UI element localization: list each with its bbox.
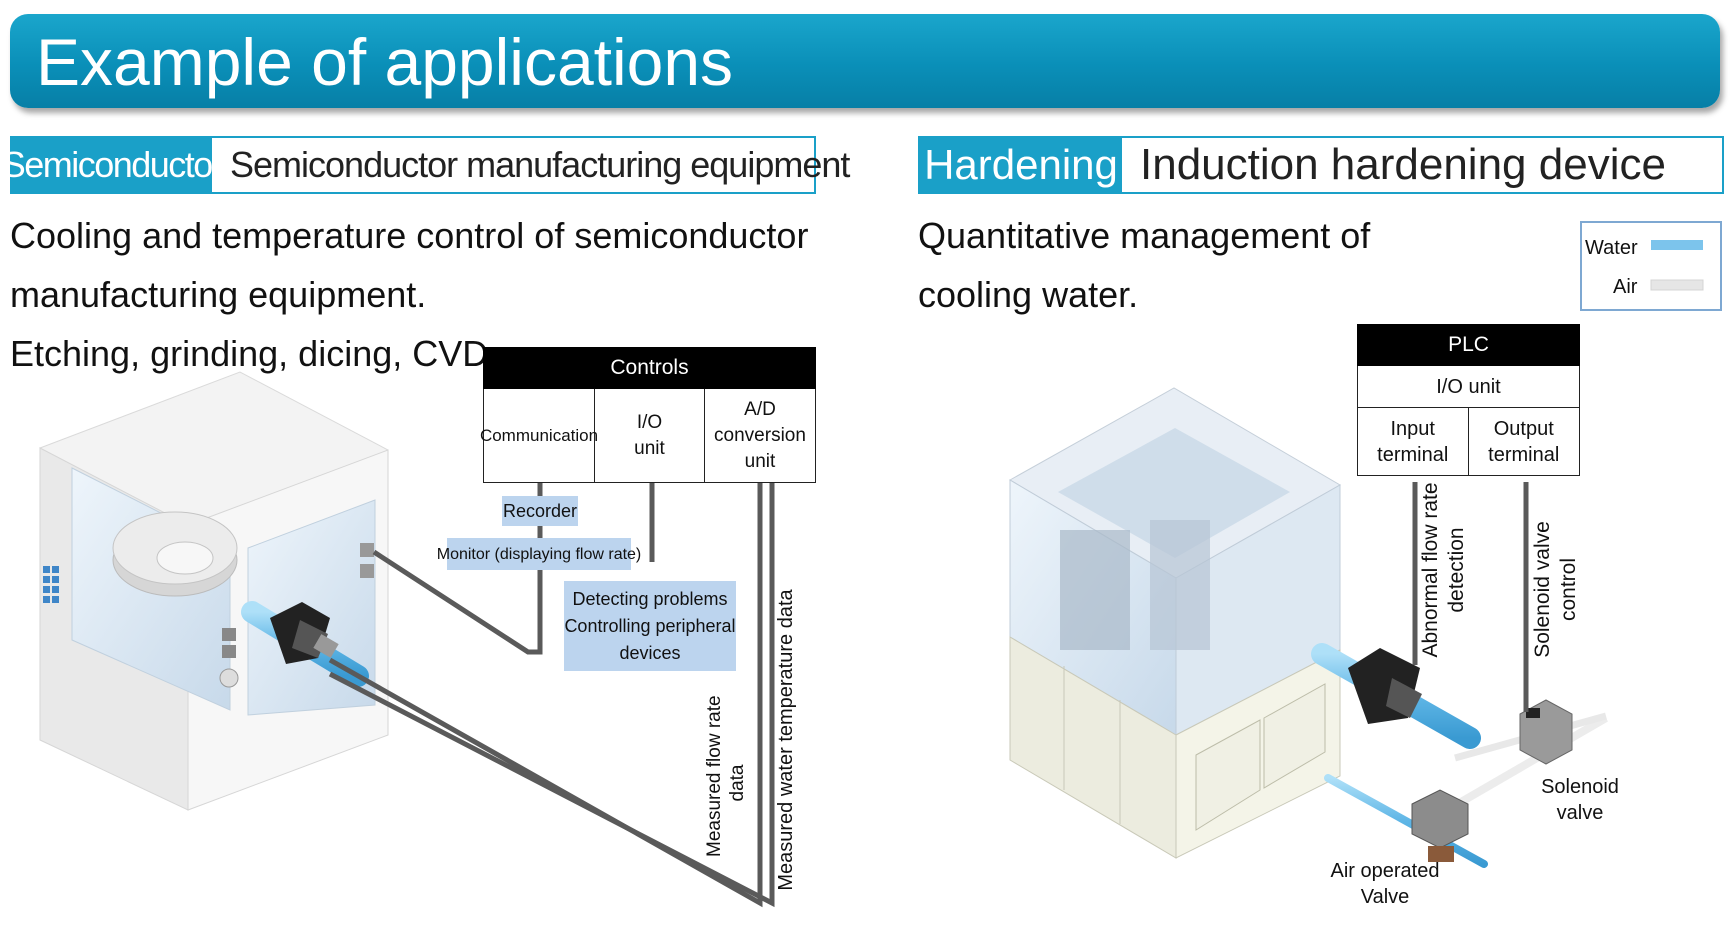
plc-io-unit: I/O unit xyxy=(1436,375,1501,398)
input-terminal-label-2: terminal xyxy=(1377,443,1449,466)
detecting-box: Detecting problems Controlling periphera… xyxy=(564,581,736,671)
abnormal-flow-line-2: detection xyxy=(1445,527,1468,613)
legend-air-swatch xyxy=(1650,279,1704,291)
input-terminal-cell: Input terminal xyxy=(1358,408,1469,475)
ad-conversion-label-1: A/D xyxy=(744,398,776,420)
solenoid-valve-line-1: Solenoid xyxy=(1541,776,1619,798)
io-unit-cell: I/O unit xyxy=(595,389,705,482)
solenoid-valve-line-2: valve xyxy=(1556,802,1604,824)
semiconductor-heading-text: Semiconductor manufacturing equipment xyxy=(230,144,850,185)
io-unit-label-1: I/O xyxy=(636,411,663,433)
legend-water-label: Water xyxy=(1585,237,1638,259)
semiconductor-heading: Semiconductor Semiconductor manufacturin… xyxy=(2,136,850,194)
hardening-description-2: cooling water. xyxy=(918,274,1139,315)
plc-block: PLC I/O unit Input terminal Output termi… xyxy=(1357,324,1580,476)
communication-label: Communication xyxy=(479,425,599,445)
semiconductor-machine-illustration xyxy=(39,371,389,811)
hardening-machine-illustration xyxy=(1008,387,1609,868)
legend-water-swatch xyxy=(1651,240,1703,250)
legend xyxy=(1580,221,1722,311)
input-terminal-label-1: Input xyxy=(1390,417,1435,440)
semiconductor-tag: Semiconductor xyxy=(2,138,224,192)
solenoid-control-line-2: control xyxy=(1557,557,1580,622)
solenoid-valve-label: Solenoid valve xyxy=(1530,774,1630,826)
title-banner: Example of applications xyxy=(10,14,1720,108)
page-title: Example of applications xyxy=(36,25,734,99)
output-terminal-cell: Output terminal xyxy=(1469,408,1580,475)
ad-conversion-cell: A/D conversion unit xyxy=(705,389,815,482)
hardening-cables xyxy=(1412,482,1529,712)
plc-title: PLC xyxy=(1357,324,1580,366)
air-valve-line-1: Air operated xyxy=(1330,860,1440,882)
semiconductor-description-3: Etching, grinding, dicing, CVD. xyxy=(10,333,499,374)
communication-cell: Communication xyxy=(480,389,598,482)
solenoid-control-line-1: Solenoid valve xyxy=(1531,521,1554,658)
abnormal-flow-label: Abnormal flow rate detection xyxy=(1418,480,1470,660)
output-terminal-label-2: terminal xyxy=(1488,443,1560,466)
hardening-tag: Hardening xyxy=(920,138,1122,192)
ad-conversion-label-3: unit xyxy=(744,450,776,472)
output-terminal-label-1: Output xyxy=(1493,417,1554,440)
hardening-description-1: Quantitative management of xyxy=(918,215,1371,256)
flow-rate-signal-line-2: data xyxy=(727,764,748,802)
temperature-signal-label: Measured water temperature data xyxy=(775,589,797,891)
io-unit-label-2: unit xyxy=(634,437,665,459)
air-valve-label: Air operated Valve xyxy=(1320,858,1450,910)
controls-block: Controls Communication I/O unit A/D conv… xyxy=(480,347,816,483)
semiconductor-description-1: Cooling and temperature control of semic… xyxy=(10,215,809,256)
detecting-line-3: devices xyxy=(619,642,681,663)
legend-air-label: Air xyxy=(1613,276,1638,298)
detecting-line-2: Controlling peripheral xyxy=(564,615,736,636)
semiconductor-description-2: manufacturing equipment. xyxy=(10,274,427,315)
flow-rate-signal-line-1: Measured flow rate xyxy=(704,695,725,857)
air-valve-line-2: Valve xyxy=(1360,886,1410,908)
ad-conversion-label-2: conversion xyxy=(714,424,806,446)
abnormal-flow-line-1: Abnormal flow rate xyxy=(1419,482,1442,658)
recorder-box: Recorder xyxy=(502,496,578,526)
controls-title: Controls xyxy=(483,347,816,389)
hardening-heading-text: Induction hardening device xyxy=(1140,140,1666,189)
solenoid-control-label: Solenoid valve control xyxy=(1530,517,1582,662)
detecting-line-1: Detecting problems xyxy=(572,588,728,609)
flow-rate-signal-label: Measured flow rate data xyxy=(703,695,749,857)
monitor-box: Monitor (displaying flow rate) xyxy=(437,538,641,570)
hardening-heading: Hardening Induction hardening device xyxy=(918,136,1724,194)
